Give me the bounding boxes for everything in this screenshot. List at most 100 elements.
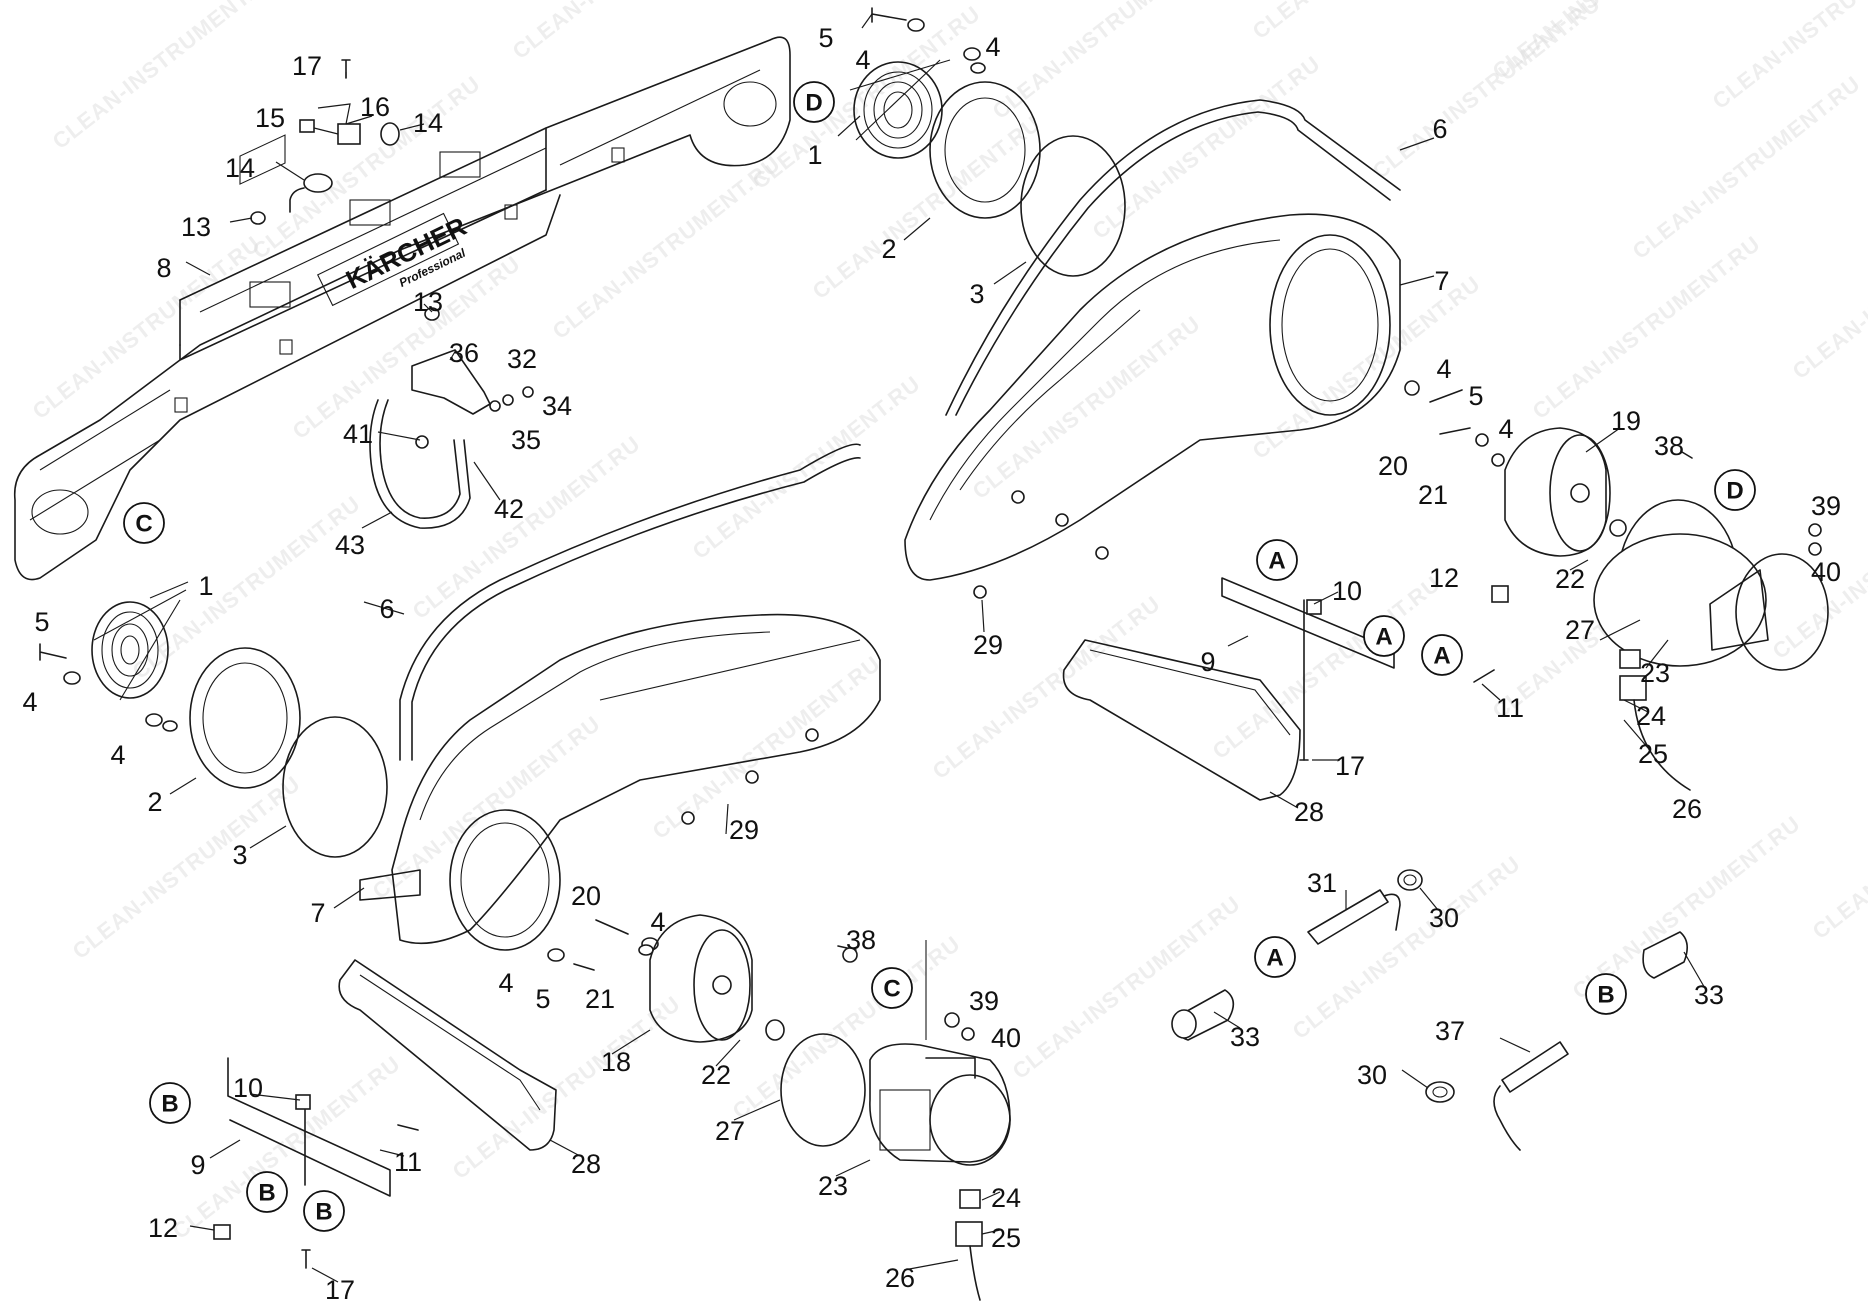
part-number-label: 4 (985, 32, 1000, 62)
part-number-label: 18 (601, 1047, 631, 1077)
part-number-label: 3 (232, 840, 247, 870)
part-number-label: 38 (846, 925, 876, 955)
part-number-label: 12 (148, 1213, 178, 1243)
part-number-label: 24 (991, 1183, 1021, 1213)
reference-marker-letter: C (135, 511, 152, 538)
part-number-label: 10 (1332, 576, 1362, 606)
reference-marker-letter: A (1266, 945, 1283, 972)
watermark-text: CLEAN-INSTRUMENT.RU (1788, 191, 1868, 384)
reference-marker: C (871, 967, 913, 1009)
part-number-label: 20 (1378, 451, 1408, 481)
part-number-label: 19 (1611, 406, 1641, 436)
part-number-label: 36 (449, 338, 479, 368)
part-number-label: 35 (511, 425, 541, 455)
part-number-label: 7 (1434, 266, 1449, 296)
watermark-text: CLEAN-INSTRUMENT.RU (1008, 891, 1245, 1084)
reference-marker-letter: A (1375, 624, 1392, 651)
part-number-label: 11 (1496, 693, 1524, 723)
reference-marker: B (303, 1190, 345, 1232)
part-number-label: 1 (198, 571, 213, 601)
part-number-label: 4 (498, 968, 513, 998)
watermark-text: CLEAN-INSTRUMENT.RU (1208, 571, 1445, 764)
part-number-label: 2 (147, 787, 162, 817)
part-number-label: 21 (585, 984, 615, 1014)
watermark-text: CLEAN-INSTRUMENT.RU (688, 371, 925, 564)
part-number-label: 28 (571, 1149, 601, 1179)
part-number-label: 4 (650, 907, 665, 937)
part-number-label: 28 (1294, 797, 1324, 827)
part-number-label: 27 (1565, 615, 1595, 645)
part-number-label: 22 (1555, 564, 1585, 594)
watermark-text: CLEAN-INSTRUMENT.RU (808, 111, 1045, 304)
reference-marker-letter: B (258, 1180, 275, 1207)
part-number-label: 11 (394, 1147, 422, 1177)
reference-marker-layer: D C D A A A C A B B B B (123, 81, 1756, 1232)
part-number-label: 42 (494, 494, 524, 524)
part-number-label: 9 (1200, 647, 1215, 677)
part-number-label: 24 (1636, 701, 1666, 731)
watermark-text: CLEAN-INSTRUMENT.RU (928, 591, 1165, 784)
part-number-label: 29 (973, 630, 1003, 660)
part-number-label: 32 (507, 344, 537, 374)
watermark-text: CLEAN-INSTRUMENT.RU (1368, 0, 1605, 184)
part-number-label: 40 (991, 1023, 1021, 1053)
part-number-label: 5 (535, 984, 550, 1014)
frame-beam: KÄRCHER Professional (13, 36, 791, 581)
part-number-label: 17 (1335, 751, 1365, 781)
reference-marker-letter: A (1268, 548, 1285, 575)
part-number-label: 37 (1435, 1016, 1465, 1046)
reference-marker: B (246, 1171, 288, 1213)
part-number-label: 4 (855, 45, 870, 75)
part-number-label: 5 (34, 607, 49, 637)
frame-small-parts (250, 59, 440, 321)
part-number-label: 30 (1357, 1060, 1387, 1090)
reference-marker: D (793, 81, 835, 123)
part-number-label: 16 (360, 92, 390, 122)
part-number-label: 6 (379, 594, 394, 624)
reference-marker-letter: D (1726, 478, 1743, 505)
watermark-text: CLEAN-INSTRUMENT.RU (448, 991, 685, 1184)
part-number-label: 43 (335, 530, 365, 560)
watermark-text: CLEAN-INSTRUMENT.RU (988, 0, 1225, 124)
part-number-label: 9 (190, 1150, 205, 1180)
part-number-label: 26 (885, 1263, 915, 1293)
reference-marker: A (1363, 615, 1405, 657)
part-number-label: 40 (1811, 557, 1841, 587)
part-number-label: 26 (1672, 794, 1702, 824)
watermark-text: CLEAN-INSTRUMENT.RU (1248, 0, 1485, 44)
part-number-label: 3 (969, 279, 984, 309)
watermark-text: CLEAN-INSTRUMENT.RU (548, 151, 785, 344)
part-number-label: 1 (807, 140, 822, 170)
part-number-label: 10 (233, 1073, 263, 1103)
part-number-label: 20 (571, 881, 601, 911)
part-number-label: 25 (1638, 739, 1668, 769)
cable-gland-parts (1171, 869, 1688, 1151)
lower-fan-assembly (39, 443, 1011, 1301)
leader-lines (149, 13, 1707, 1283)
part-number-label: 6 (1432, 114, 1447, 144)
reference-marker-letter: B (1597, 982, 1614, 1009)
part-number-label: 33 (1694, 980, 1724, 1010)
watermark-text: CLEAN-INSTRUMENT.RU (1808, 751, 1868, 944)
part-number-label: 29 (729, 815, 759, 845)
upper-fan-assembly (849, 7, 1829, 791)
reference-marker: A (1421, 634, 1463, 676)
watermark-text: CLEAN-INSTRUMENT.RU (408, 431, 645, 624)
reference-marker-letter: C (883, 976, 900, 1003)
part-number-label: 7 (310, 898, 325, 928)
part-number-label: 39 (1811, 491, 1841, 521)
part-number-label: 5 (1468, 381, 1483, 411)
reference-marker: D (1714, 469, 1756, 511)
reference-marker: A (1254, 936, 1296, 978)
watermark-text: CLEAN-INSTRUMENT.RU (508, 0, 745, 64)
reference-marker-letter: B (161, 1091, 178, 1118)
reference-marker: A (1256, 539, 1298, 581)
part-number-label: 38 (1654, 431, 1684, 461)
part-number-label: 14 (225, 153, 255, 183)
part-number-label: 21 (1418, 480, 1448, 510)
watermark-text: CLEAN-INSTRUMENT.RU (368, 711, 605, 904)
part-number-label: 31 (1307, 868, 1337, 898)
reference-marker: C (123, 502, 165, 544)
